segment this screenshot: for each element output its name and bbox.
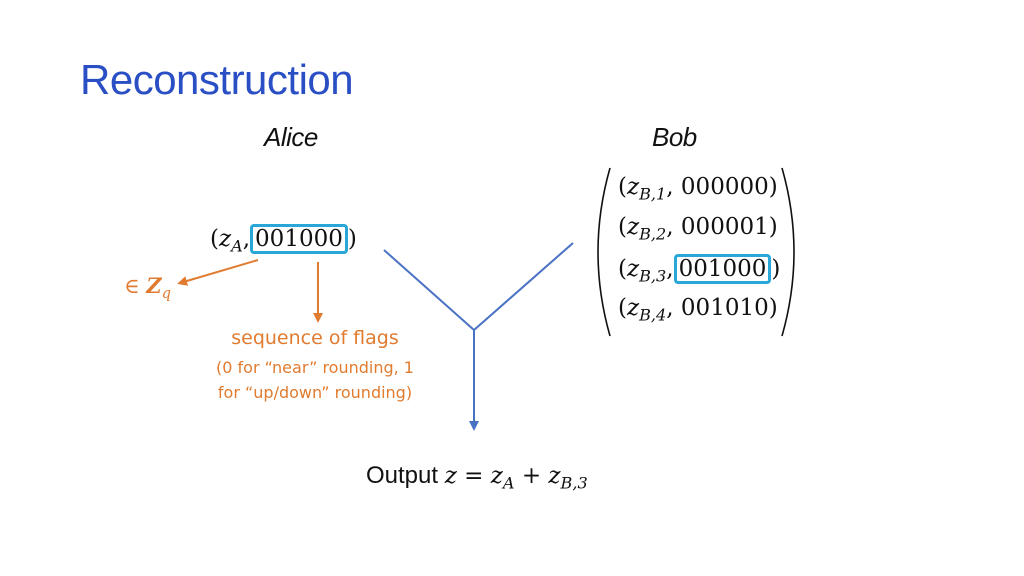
output-label: Output	[366, 462, 439, 489]
alice-to-merge-line	[383, 249, 475, 331]
matrix-left-paren	[597, 167, 611, 337]
output-t1: z	[490, 463, 503, 489]
bob-row-2-sub: B,2	[639, 224, 667, 244]
flags-note-line2: for “up/down” rounding)	[217, 383, 413, 402]
bob-row-1-sub: B,1	[639, 184, 667, 204]
bob-row-1-var: z	[626, 174, 640, 200]
page-title: Reconstruction	[80, 56, 354, 103]
output-plus: +	[521, 463, 542, 489]
flags-note-heading: sequence of flags	[231, 327, 399, 349]
bob-row-3-sub: B,3	[639, 266, 667, 286]
matrix-right-paren	[781, 167, 795, 337]
output-formula: Output z = zA + zB,3	[366, 462, 588, 493]
bob-row-4-sub: B,4	[639, 305, 667, 325]
output-t2-sub: B,3	[560, 473, 588, 493]
alice-var: z	[218, 226, 232, 252]
bob-row-4-var: z	[626, 295, 640, 321]
bob-row-2: (zB,2, 000001)	[618, 214, 778, 244]
output-t2: z	[548, 463, 561, 489]
bob-row-3: (zB,3,001000)	[618, 254, 781, 286]
output-lhs: z	[444, 463, 457, 489]
bob-row-2-var: z	[626, 214, 640, 240]
bob-row-3-var: z	[626, 256, 640, 282]
membership-arrow	[177, 259, 259, 286]
set-sub: q	[161, 285, 171, 303]
bob-row-4-flags: 001010	[680, 295, 769, 321]
bob-row-4: (zB,4, 001010)	[618, 295, 778, 325]
bob-row-2-flags: 000001	[680, 214, 769, 240]
bob-label: Bob	[652, 122, 697, 152]
flags-note-line1: (0 for “near” rounding, 1	[216, 358, 414, 377]
element-of-symbol: ∈	[124, 274, 140, 298]
alice-flags: 001000	[255, 226, 343, 252]
bob-to-merge-line	[473, 242, 574, 331]
bob-row-1: (zB,1, 000000)	[618, 174, 778, 204]
alice-flags-box: 001000	[250, 224, 348, 255]
alice-var-sub: A	[231, 236, 243, 256]
set-symbol: Z	[146, 273, 162, 298]
bob-row-1-flags: 000000	[680, 174, 769, 200]
output-eq: =	[464, 463, 484, 489]
membership-annotation: ∈ Zq	[124, 273, 171, 302]
alice-share: (zA,001000)	[210, 224, 357, 256]
output-t1-sub: A	[502, 473, 515, 493]
bob-row-3-flags-box: 001000	[673, 254, 772, 285]
bob-row-3-flags: 001000	[678, 256, 767, 282]
alice-label: Alice	[264, 122, 318, 152]
